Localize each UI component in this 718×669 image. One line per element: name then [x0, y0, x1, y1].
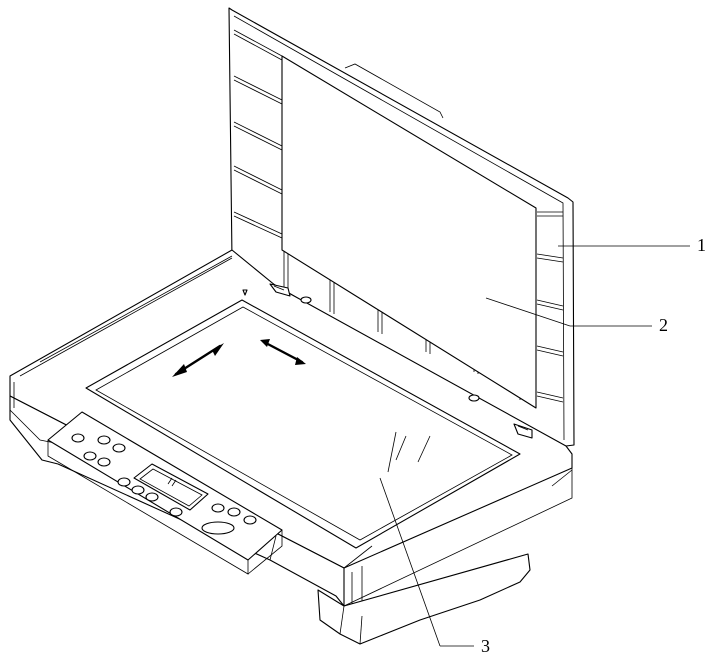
- leader-line-2: [485, 297, 571, 327]
- callout-label-3: 3: [481, 636, 490, 656]
- callout-label-2: 2: [659, 315, 668, 335]
- hinges: [269, 283, 533, 439]
- scanner-lid: [228, 7, 575, 447]
- callout-label-1: 1: [697, 235, 706, 255]
- callout-leaders: [379, 245, 690, 647]
- direction-arrows: [172, 339, 306, 377]
- leader-line-3: [379, 477, 441, 647]
- control-panel: [47, 411, 283, 575]
